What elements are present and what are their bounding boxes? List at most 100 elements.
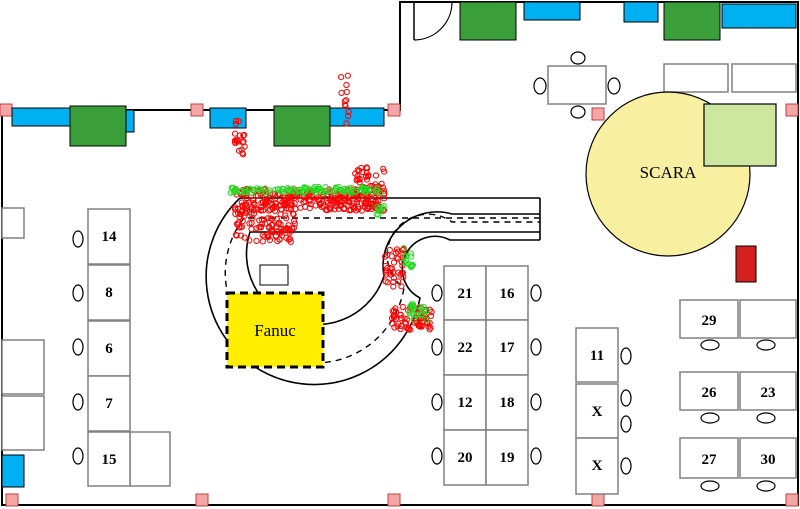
desk-29: 29 <box>679 299 739 339</box>
desk-19: 19 <box>485 429 529 486</box>
desk-surface <box>443 429 487 486</box>
chair-icon <box>530 338 542 356</box>
chair-icon <box>431 284 443 302</box>
trajectory-marker <box>383 269 390 276</box>
desk-6: 6 <box>87 320 131 377</box>
trajectory-marker <box>343 97 350 104</box>
trajectory-marker <box>232 204 239 211</box>
chair-icon <box>756 412 776 424</box>
trajectory-marker <box>238 146 245 153</box>
chair-icon <box>700 412 720 424</box>
trajectory-marker <box>356 176 363 183</box>
trajectory-marker <box>328 195 335 202</box>
trajectory-marker <box>359 184 366 191</box>
trajectory-marker <box>361 203 368 210</box>
trajectory-marker <box>390 283 397 290</box>
trajectory-marker <box>356 179 363 186</box>
desk-18: 18 <box>485 374 529 431</box>
trajectory-marker <box>376 189 384 197</box>
chair-icon <box>756 339 776 351</box>
pillar-icon <box>387 493 401 507</box>
desk-x2: X <box>575 437 619 495</box>
trajectory-marker <box>364 165 371 172</box>
trajectory-marker <box>339 187 346 195</box>
trajectory-marker <box>366 187 373 194</box>
trajectory-marker <box>253 193 260 200</box>
desk-label: 30 <box>761 452 776 468</box>
pillar-icon <box>5 493 19 507</box>
trajectory-marker <box>394 255 402 262</box>
trajectory-marker <box>306 205 313 212</box>
desk-14: 14 <box>87 208 131 265</box>
trajectory-marker <box>262 188 269 195</box>
desk-label: 22 <box>458 340 473 356</box>
scara-robot: SCARA <box>585 91 777 257</box>
desk-15: 15 <box>87 431 131 487</box>
trajectory-marker <box>426 326 433 333</box>
trajectory-marker <box>241 201 248 209</box>
trajectory-marker <box>365 172 372 179</box>
desk-label: X <box>592 404 603 420</box>
trajectory-marker <box>399 303 406 311</box>
trajectory-marker <box>373 211 380 218</box>
trajectory-marker <box>313 186 320 193</box>
trajectory-marker <box>391 324 398 331</box>
trajectory-marker <box>373 205 380 212</box>
desk-label: 16 <box>500 286 516 302</box>
desk-26: 26 <box>679 371 739 411</box>
pillar-icon <box>785 103 799 117</box>
desk-surface <box>575 437 619 495</box>
trajectory-marker <box>391 312 398 319</box>
desk-label: 8 <box>105 285 113 301</box>
trajectory-marker <box>247 185 254 192</box>
trajectory-marker <box>393 254 400 261</box>
trajectory-marker <box>257 188 264 195</box>
trajectory-marker <box>290 218 298 225</box>
trajectory-marker <box>280 188 287 195</box>
desk-label: 15 <box>102 452 117 468</box>
chair-icon <box>431 447 443 465</box>
fanuc-robot: Fanuc <box>225 264 325 369</box>
trajectory-marker <box>259 198 267 206</box>
trajectory-marker <box>407 302 414 309</box>
desk-12: 12 <box>443 374 487 431</box>
trajectory-marker <box>338 199 345 206</box>
trajectory-marker <box>341 98 348 105</box>
fanuc-label: Fanuc <box>254 321 296 340</box>
desk-label: 11 <box>590 348 604 364</box>
trajectory-marker <box>278 228 285 235</box>
pillar-icon <box>195 493 209 507</box>
meeting-table <box>533 51 797 119</box>
trajectory-marker <box>345 108 352 115</box>
trajectory-marker <box>234 188 241 195</box>
trajectory-marker <box>287 227 294 234</box>
chair-icon <box>570 105 586 119</box>
trajectory-marker <box>290 211 297 218</box>
trajectory-marker <box>242 210 249 217</box>
desk-label: 7 <box>105 396 113 412</box>
trajectory-marker <box>259 238 266 245</box>
trajectory-marker <box>282 212 289 219</box>
trajectory-marker <box>372 172 380 179</box>
trajectory-marker <box>236 132 243 139</box>
trajectory-marker <box>273 215 280 222</box>
chair-icon <box>570 51 586 65</box>
trajectory-marker <box>235 219 242 226</box>
trajectory-marker <box>384 251 391 258</box>
trajectory-marker <box>338 89 345 97</box>
trajectory-marker <box>232 140 239 147</box>
trajectory-marker <box>232 210 239 217</box>
trajectory-marker <box>363 200 370 207</box>
trajectory-marker <box>409 261 416 268</box>
trajectory-marker <box>343 120 350 127</box>
chair-icon <box>72 447 84 465</box>
desk-surface <box>485 429 529 486</box>
trajectory-marker <box>407 250 414 257</box>
trajectory-marker <box>265 198 272 205</box>
desk-label: 18 <box>500 395 515 411</box>
chair-icon <box>620 415 632 433</box>
trajectory-marker <box>232 117 240 125</box>
desk-22: 22 <box>443 319 487 376</box>
chair-icon <box>530 393 542 411</box>
trajectory-marker <box>398 283 405 290</box>
